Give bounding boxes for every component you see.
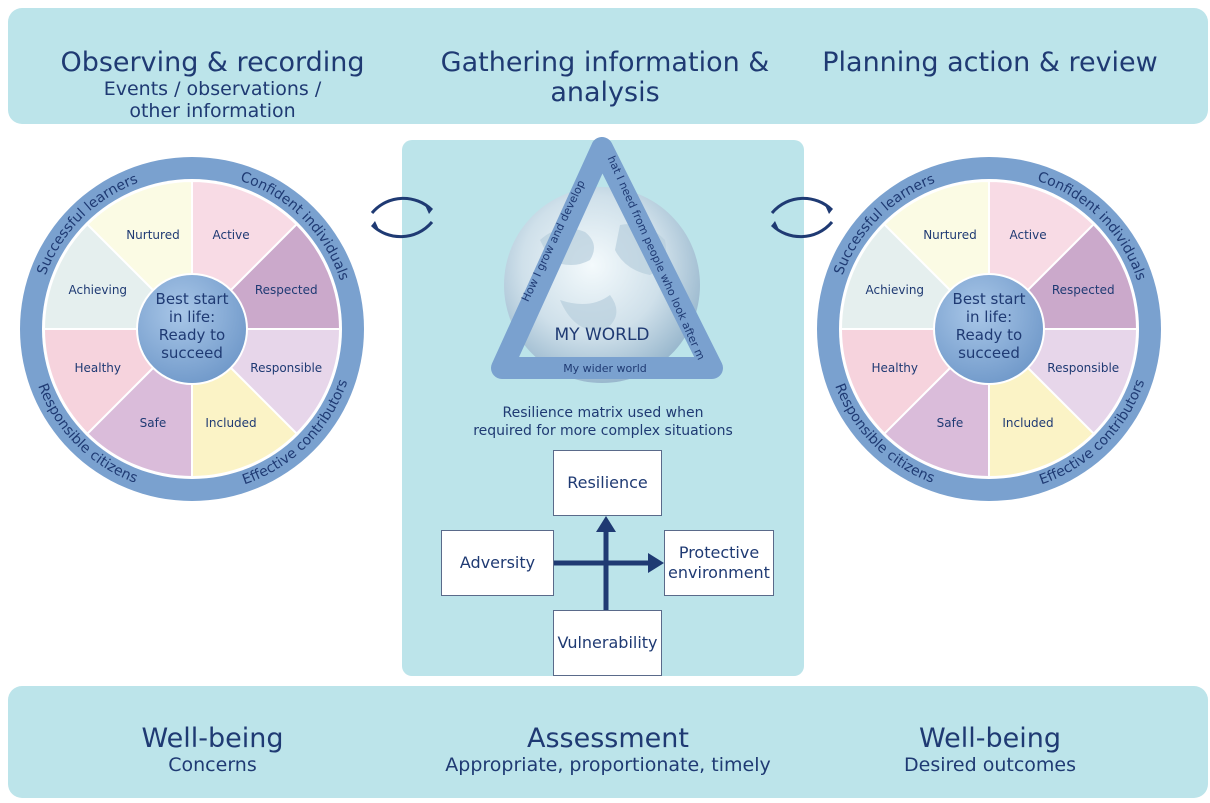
left-hub-text: succeed bbox=[161, 344, 223, 362]
right-segment-label: Active bbox=[1009, 228, 1046, 242]
gathering-title-1: Gathering information & bbox=[440, 47, 770, 78]
matrix-arrows bbox=[554, 516, 664, 610]
cycle-arrows-left bbox=[370, 196, 434, 239]
right-hub bbox=[933, 273, 1045, 385]
right-segment-label: Nurtured bbox=[923, 228, 977, 242]
heading-planning: Planning action & review bbox=[820, 48, 1160, 78]
left-segment-label: Responsible bbox=[250, 361, 322, 375]
cycle-arrows-right bbox=[770, 196, 834, 239]
left-hub-text: Best start bbox=[156, 290, 229, 308]
wellbeing-concerns-sub: Concerns bbox=[168, 754, 257, 776]
left-segment-label: Healthy bbox=[75, 361, 122, 375]
left-segment-label: Nurtured bbox=[126, 228, 180, 242]
observing-sub-1: Events / observations / bbox=[103, 78, 322, 100]
left-hub-text: in life: bbox=[169, 308, 215, 326]
bottom-center-heading: Assessment Appropriate, proportionate, t… bbox=[430, 723, 786, 777]
vulnerability-box: Vulnerability bbox=[553, 610, 662, 676]
left-segment-label: Achieving bbox=[68, 283, 127, 297]
right-segment-label: Safe bbox=[937, 416, 964, 430]
right-hub-text: Ready to bbox=[956, 326, 1022, 344]
protective-label-1: Protective bbox=[678, 543, 760, 562]
observing-title: Observing & recording bbox=[60, 47, 365, 78]
right-hub-text: Best start bbox=[953, 290, 1026, 308]
right-hub-text: in life: bbox=[966, 308, 1012, 326]
adversity-label: Adversity bbox=[459, 553, 536, 572]
left-segment-label: Included bbox=[205, 416, 256, 430]
triangle-bottom-label: My wider world bbox=[563, 362, 647, 375]
left-hub bbox=[136, 273, 248, 385]
planning-title: Planning action & review bbox=[822, 47, 1158, 78]
protective-environment-box: Protective environment bbox=[664, 530, 774, 596]
wellbeing-outcomes-sub: Desired outcomes bbox=[904, 754, 1076, 776]
heading-gathering: Gathering information & analysis bbox=[430, 48, 780, 108]
right-segment-label: Achieving bbox=[865, 283, 924, 297]
assessment-sub: Appropriate, proportionate, timely bbox=[445, 754, 771, 776]
adversity-box: Adversity bbox=[441, 530, 554, 596]
matrix-caption-line-2: required for more complex situations bbox=[473, 423, 733, 439]
matrix-caption-line-1: Resilience matrix used when bbox=[502, 405, 704, 421]
assessment-title: Assessment bbox=[527, 723, 689, 754]
left-segment-label: Safe bbox=[140, 416, 167, 430]
protective-label-2: environment bbox=[668, 563, 770, 582]
resilience-box: Resilience bbox=[553, 450, 662, 516]
left-segment-label: Active bbox=[212, 228, 249, 242]
left-hub-text: Ready to bbox=[159, 326, 225, 344]
gathering-title-2: analysis bbox=[550, 77, 660, 108]
right-segment-label: Respected bbox=[1052, 283, 1115, 297]
wellbeing-outcomes-title: Well-being bbox=[919, 723, 1061, 754]
heading-observing: Observing & recording Events / observati… bbox=[40, 47, 385, 123]
left-segment-label: Respected bbox=[255, 283, 318, 297]
bottom-band bbox=[8, 686, 1208, 798]
right-segment-label: Responsible bbox=[1047, 361, 1119, 375]
wellbeing-concerns-title: Well-being bbox=[141, 723, 284, 754]
my-world-label: MY WORLD bbox=[554, 325, 649, 345]
top-band bbox=[8, 8, 1208, 124]
bottom-left-heading: Well-being Concerns bbox=[100, 723, 325, 777]
observing-sub-2: other information bbox=[129, 100, 296, 122]
right-hub-text: succeed bbox=[958, 344, 1020, 362]
right-segment-label: Included bbox=[1002, 416, 1053, 430]
bottom-right-heading: Well-being Desired outcomes bbox=[880, 723, 1100, 777]
matrix-caption: Resilience matrix used when required for… bbox=[402, 404, 804, 440]
vulnerability-label: Vulnerability bbox=[557, 633, 658, 652]
right-segment-label: Healthy bbox=[872, 361, 919, 375]
resilience-label: Resilience bbox=[567, 473, 648, 492]
